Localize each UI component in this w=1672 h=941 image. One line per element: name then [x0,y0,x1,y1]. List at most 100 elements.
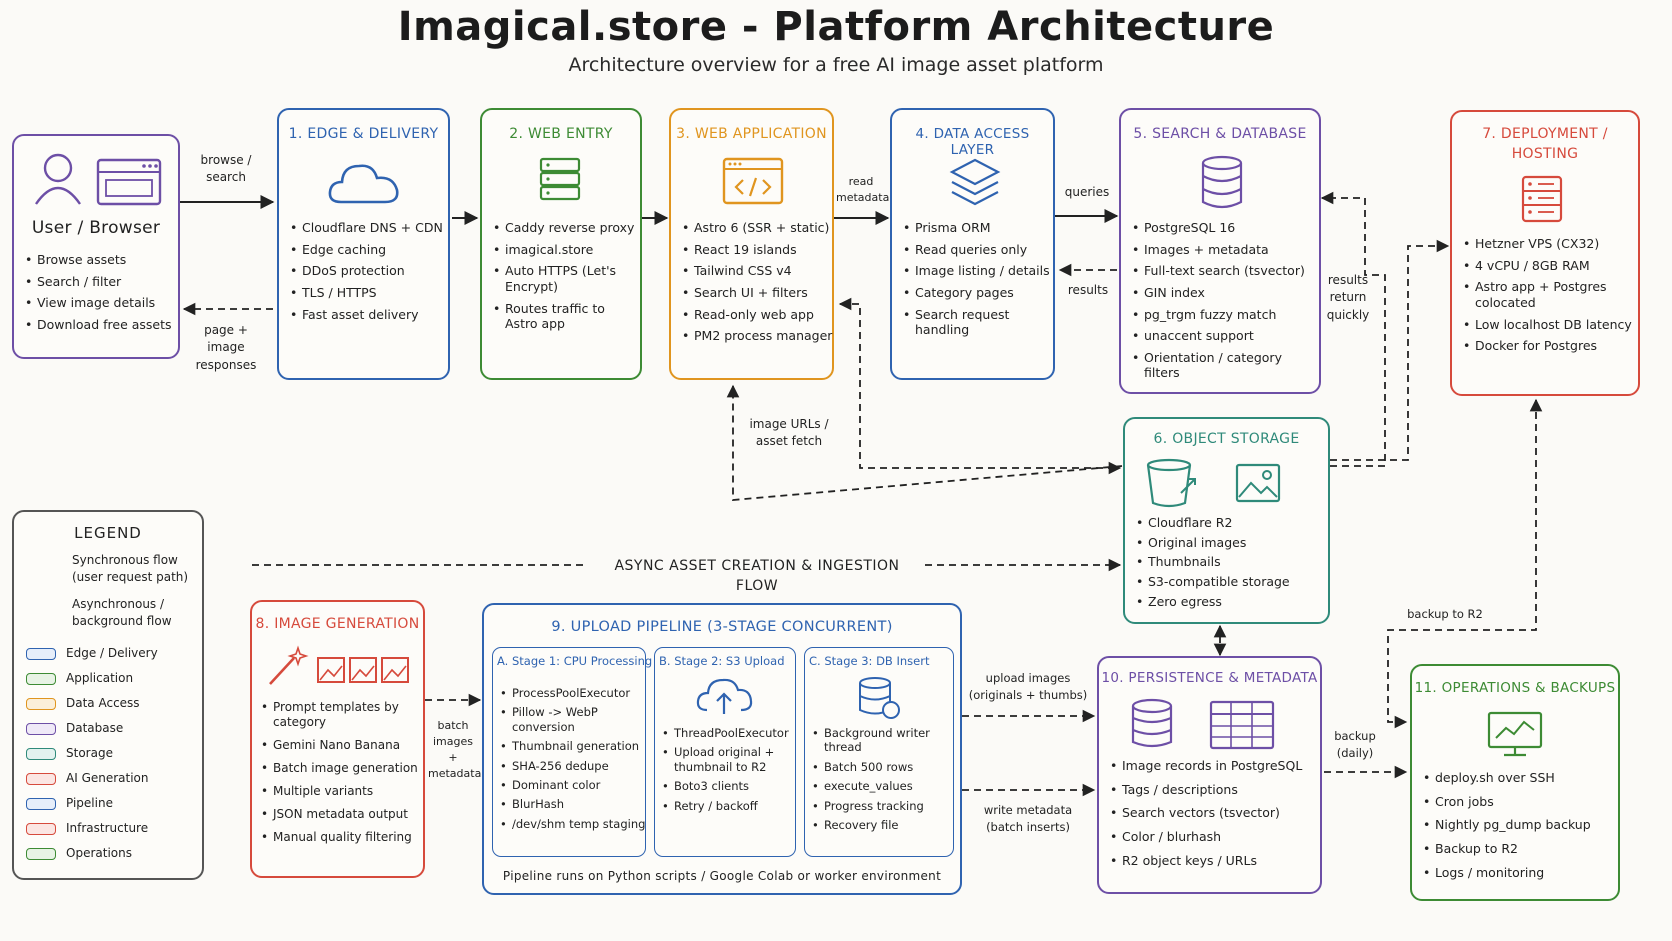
list-item: Multiple variants [260,784,426,799]
list-item: Batch image generation [260,761,426,776]
database-icon [1201,155,1243,209]
list-item: Nightly pg_dump backup [1422,817,1618,833]
upload-pipeline-title: 9. UPLOAD PIPELINE (3-STAGE CONCURRENT) [551,619,893,635]
list-item: pg_trgm fuzzy match [1131,307,1321,323]
list-item: Recovery file [811,818,953,833]
list-item: Search request handling [902,307,1054,338]
persistence-title: 10. PERSISTENCE & METADATA [1101,670,1318,686]
stage-b-title: B. Stage 2: S3 Upload [659,654,785,668]
list-item: PM2 process manager [681,328,833,344]
legend-swatch-database [26,723,56,735]
stage-b-box: B. Stage 2: S3 Upload ThreadPoolExecutor… [654,647,796,857]
flow-label-image-urls: image URLs / asset fetch [749,417,829,449]
edge-delivery-title: 1. EDGE & DELIVERY [288,126,439,142]
user-browser-title: User / Browser [31,218,161,238]
legend-label-data-access: Data Access [66,696,140,710]
server-rack-icon [1521,175,1563,223]
list-item: Read-only web app [681,307,833,323]
flow-label-queries: queries [1064,185,1110,199]
list-item: Orientation / category filters [1131,350,1321,381]
list-item: DDoS protection [289,263,449,279]
list-item: Pillow -> WebP conversion [499,705,647,734]
list-item: Progress tracking [811,799,953,814]
database-insert-icon [859,677,900,719]
list-item: execute_values [811,779,953,794]
legend-async-label: Asynchronous / background flow [72,597,172,628]
image-generation-title: 8. IMAGE GENERATION [255,616,420,632]
legend-box: LEGEND Synchronous flow (user request pa… [12,510,204,880]
user-icon [35,153,162,206]
deployment-list: Hetzner VPS (CX32) 4 vCPU / 8GB RAM Astr… [1462,236,1640,360]
list-item: Zero egress [1135,594,1327,610]
web-entry-list: Caddy reverse proxy imagical.store Auto … [492,220,640,338]
list-item: Fast asset delivery [289,307,449,323]
list-item: Caddy reverse proxy [492,220,640,236]
edge-delivery-list: Cloudflare DNS + CDN Edge caching DDoS p… [289,220,449,328]
list-item: View image details [24,295,176,311]
list-item: Astro 6 (SSR + static) [681,220,833,236]
cloud-icon [328,164,399,204]
stage-c-list: Background writer thread Batch 500 rows … [811,726,953,837]
search-database-list: PostgreSQL 16 Images + metadata Full-tex… [1131,220,1321,387]
flow-label-results: results [1067,283,1109,297]
legend-swatch-operations [26,848,56,860]
data-access-list: Prisma ORM Read queries only Image listi… [902,220,1054,344]
list-item: Auto HTTPS (Let's Encrypt) [492,263,640,294]
list-item: Browse assets [24,252,176,268]
web-entry-box: 2. WEB ENTRY Caddy reverse proxy imagica… [480,108,642,380]
code-window-icon [722,157,784,205]
list-item: Original images [1135,535,1327,551]
flow-label-responses: page + image responses [195,323,257,372]
magic-wand-images-icon [269,645,409,685]
legend-label-ai-generation: AI Generation [66,771,149,785]
flow-label-write-metadata: write metadata (batch inserts) [983,803,1073,834]
list-item: Thumbnail generation [499,739,647,754]
web-application-title: 3. WEB APPLICATION [676,126,827,142]
list-item: Tags / descriptions [1109,782,1319,798]
stage-c-box: C. Stage 3: DB Insert Background writer … [804,647,954,857]
flow-label-upload-images: upload images (originals + thumbs) [968,671,1088,702]
operations-box: 11. OPERATIONS & BACKUPS deploy.sh over … [1410,664,1620,901]
image-generation-list: Prompt templates by category Gemini Nano… [260,700,426,853]
list-item: GIN index [1131,285,1321,301]
stage-b-list: ThreadPoolExecutor Upload original + thu… [661,726,793,818]
legend-label-application: Application [66,671,134,685]
stage-a-title: A. Stage 1: CPU Processing [497,654,653,668]
list-item: Image records in PostgreSQL [1109,758,1319,774]
flow-label-backup-r2: backup to R2 [1407,607,1483,621]
server-icon [539,157,581,201]
legend-label-infrastructure: Infrastructure [66,821,149,835]
arrow-results-return [1320,191,1386,467]
list-item: Hetzner VPS (CX32) [1462,236,1640,252]
list-item: Backup to R2 [1422,841,1618,857]
list-item: TLS / HTTPS [289,285,449,301]
list-item: deploy.sh over SSH [1422,770,1618,786]
legend-label-database: Database [66,721,124,735]
legend-swatch-data-access [26,698,56,710]
list-item: R2 object keys / URLs [1109,853,1319,869]
legend-swatch-application [26,673,56,685]
deployment-box: 7. DEPLOYMENT / HOSTING Hetzner VPS (CX3… [1450,110,1640,396]
list-item: Background writer thread [811,726,953,755]
edge-delivery-box: 1. EDGE & DELIVERY Cloudflare DNS + CDN … [277,108,450,380]
list-item: Logs / monitoring [1422,865,1618,881]
upload-pipeline-footer: Pipeline runs on Python scripts / Google… [502,869,942,883]
list-item: BlurHash [499,797,647,812]
flow-label-browse: browse / search [200,153,252,185]
list-item: Cron jobs [1422,794,1618,810]
image-icon [1235,463,1281,503]
object-storage-box: 6. OBJECT STORAGE Cloudflare R2 Original… [1123,417,1330,624]
list-item: ProcessPoolExecutor [499,686,647,701]
list-item: React 19 islands [681,242,833,258]
data-access-box: 4. DATA ACCESS LAYER Prisma ORM Read que… [890,108,1055,380]
list-item: Tailwind CSS v4 [681,263,833,279]
stage-c-title: C. Stage 3: DB Insert [809,654,930,668]
flow-label-read-metadata: read metadata [836,175,890,204]
legend-label-edge: Edge / Delivery [66,646,158,660]
list-item: SHA-256 dedupe [499,759,647,774]
list-item: ThreadPoolExecutor [661,726,793,741]
list-item: Color / blurhash [1109,829,1319,845]
operations-title: 11. OPERATIONS & BACKUPS [1414,680,1616,696]
cloud-upload-icon [696,678,753,714]
list-item: Low localhost DB latency [1462,317,1640,333]
